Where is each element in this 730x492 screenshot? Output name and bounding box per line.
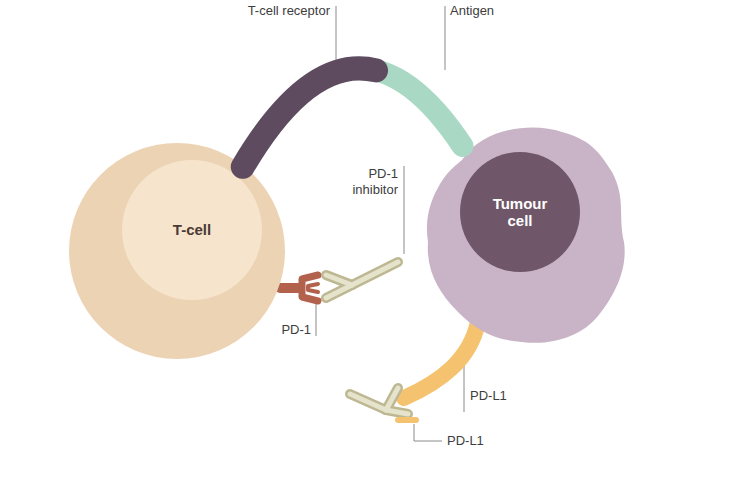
tumour-cell: Tumour cell bbox=[422, 120, 626, 348]
cell-name: Tumour cell bbox=[481, 195, 559, 230]
pd-l1-antibody bbox=[350, 388, 416, 420]
part-label: PD-L1 bbox=[447, 433, 527, 449]
part-label: PD-1 bbox=[260, 322, 311, 338]
t-cell: T-cell bbox=[68, 142, 286, 360]
pd-l1-ligand bbox=[404, 322, 478, 398]
part-label: Antigen bbox=[450, 3, 550, 19]
cell-outline bbox=[68, 142, 286, 360]
receptor-antigen-connector bbox=[243, 68, 463, 166]
cell-name: T-cell bbox=[147, 221, 238, 238]
pd1-inhibitor-antibody bbox=[326, 262, 398, 298]
cell-outline bbox=[422, 120, 626, 348]
pd1-receptor bbox=[280, 275, 318, 301]
part-label: PD-L1 bbox=[470, 388, 550, 404]
part-label: T-cell receptor bbox=[200, 3, 330, 19]
part-label: PD-1 inhibitor bbox=[336, 166, 398, 197]
